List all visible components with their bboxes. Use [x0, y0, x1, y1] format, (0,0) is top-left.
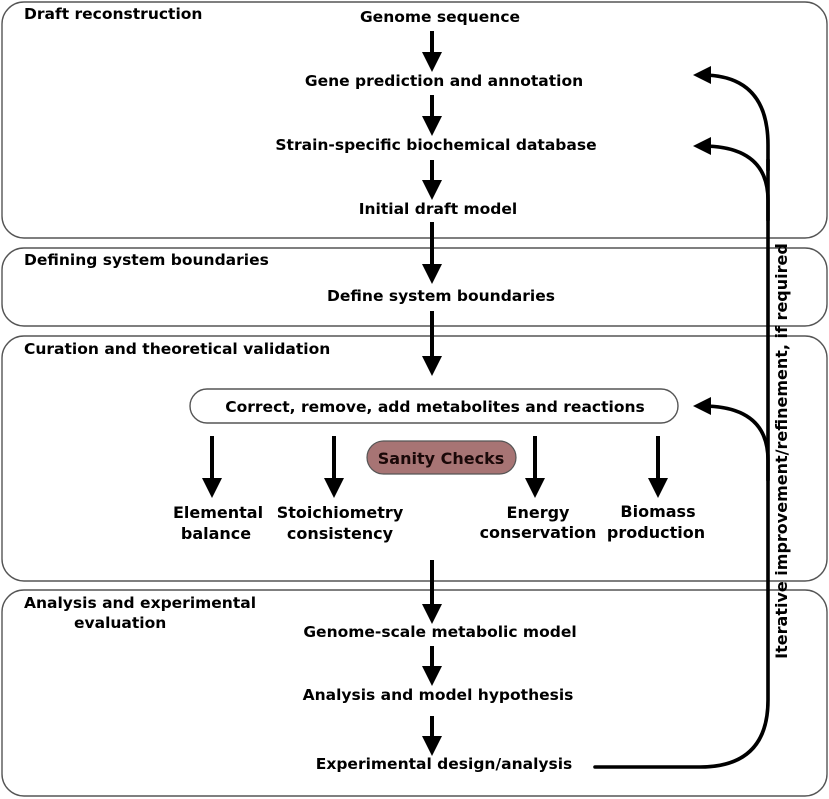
step-genome-scale-model: Genome-scale metabolic model — [303, 623, 576, 641]
section-title-curation: Curation and theoretical validation — [24, 340, 330, 358]
check-stoich-1: Stoichiometry — [277, 503, 404, 522]
feedback-branch-gene — [693, 66, 770, 172]
feedback-branch-strain — [693, 137, 770, 222]
correct-step-box — [189, 388, 679, 424]
sanity-checks-badge — [366, 440, 517, 475]
step-strain-db: Strain-specific biochemical database — [275, 136, 596, 154]
step-correct-remove-add: Correct, remove, add metabolites and rea… — [225, 398, 644, 416]
flow-arrows — [202, 31, 668, 756]
section-title-analysis-1: Analysis and experimental — [24, 594, 256, 612]
check-energy-1: Energy — [507, 503, 571, 522]
section-draft-box — [1, 1, 828, 239]
section-analysis-box — [1, 589, 828, 797]
section-title-analysis-2: evaluation — [74, 614, 166, 632]
step-gene-prediction: Gene prediction and annotation — [305, 72, 583, 90]
check-biomass-1: Biomass — [620, 502, 695, 521]
step-genome-sequence: Genome sequence — [360, 8, 520, 26]
feedback-branch-correct — [693, 397, 770, 482]
check-elemental-2: balance — [181, 524, 251, 543]
section-title-draft: Draft reconstruction — [24, 5, 202, 23]
section-boundaries-box — [1, 247, 828, 327]
step-define-boundaries: Define system boundaries — [327, 287, 555, 305]
check-energy-2: conservation — [480, 523, 597, 542]
check-biomass-2: production — [607, 523, 705, 542]
sanity-checks-label: Sanity Checks — [378, 449, 504, 468]
step-experimental-design: Experimental design/analysis — [316, 755, 573, 773]
section-title-boundaries: Defining system boundaries — [24, 251, 269, 269]
check-elemental-1: Elemental — [173, 503, 263, 522]
section-curation-box — [1, 335, 828, 582]
feedback-main-line — [593, 158, 770, 769]
check-stoich-2: consistency — [287, 524, 394, 543]
feedback-loop — [593, 66, 770, 769]
step-initial-draft: Initial draft model — [359, 200, 517, 218]
step-analysis-hypothesis: Analysis and model hypothesis — [303, 686, 574, 704]
feedback-label: Iterative improvement/refinement, if req… — [772, 243, 791, 659]
